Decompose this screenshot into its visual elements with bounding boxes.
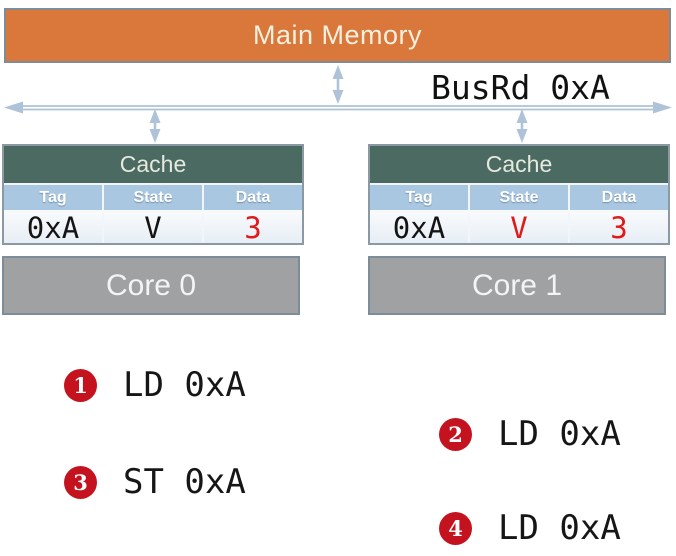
event-1: 1 LD 0xA — [64, 368, 246, 402]
core0-label: Core 0 — [105, 268, 197, 302]
cache0-bus-arrow — [149, 109, 161, 143]
cache1-header-row: Tag State Data — [370, 185, 668, 213]
core1-label: Core 1 — [471, 268, 563, 302]
memory-bus-arrow — [332, 65, 344, 104]
cache1-data-row: 0xA V 3 — [370, 213, 668, 243]
cache0-data-value: 3 — [244, 210, 262, 245]
event-2: 2 LD 0xA — [439, 417, 621, 451]
cache1-data-value: 3 — [610, 210, 628, 245]
cache1-title: Cache — [370, 146, 668, 185]
cache0-col-tag: Tag — [4, 185, 104, 210]
cache0-data-row: 0xA V 3 — [4, 213, 302, 243]
event-4: 4 LD 0xA — [439, 511, 621, 545]
cache0-col-state: State — [104, 185, 204, 210]
cache1-col-data: Data — [601, 188, 637, 206]
event-2-label: LD 0xA — [498, 414, 621, 454]
cache0-col-data: Data — [235, 188, 271, 206]
cache1-bus-arrow — [516, 109, 528, 143]
event-3: 3 ST 0xA — [64, 465, 246, 499]
cache0-tag-value: 0xA — [4, 213, 104, 243]
bus-transaction-label: BusRd 0xA — [431, 68, 610, 107]
main-memory-box: Main Memory — [4, 8, 671, 63]
cache0-state-value: V — [104, 213, 204, 243]
cache1-col-tag: Tag — [370, 185, 470, 210]
event-4-badge: 4 — [439, 511, 472, 545]
core0-box: Core 0 — [2, 256, 300, 315]
cache0-title: Cache — [4, 146, 302, 185]
cache0-header-row: Tag State Data — [4, 185, 302, 213]
event-4-label: LD 0xA — [498, 508, 621, 548]
cache0-box: Cache Tag State Data 0xA V 3 — [2, 144, 304, 245]
cache1-col-state: State — [470, 185, 570, 210]
event-1-label: LD 0xA — [123, 365, 246, 405]
cache1-state-value: V — [470, 213, 570, 243]
event-2-badge: 2 — [439, 417, 472, 451]
event-3-badge: 3 — [64, 465, 97, 499]
cache1-tag-value: 0xA — [370, 213, 470, 243]
main-memory-label: Main Memory — [252, 20, 423, 50]
cache1-box: Cache Tag State Data 0xA V 3 — [368, 144, 670, 245]
core1-box: Core 1 — [368, 256, 666, 315]
event-1-badge: 1 — [64, 368, 97, 402]
event-3-label: ST 0xA — [123, 462, 246, 502]
